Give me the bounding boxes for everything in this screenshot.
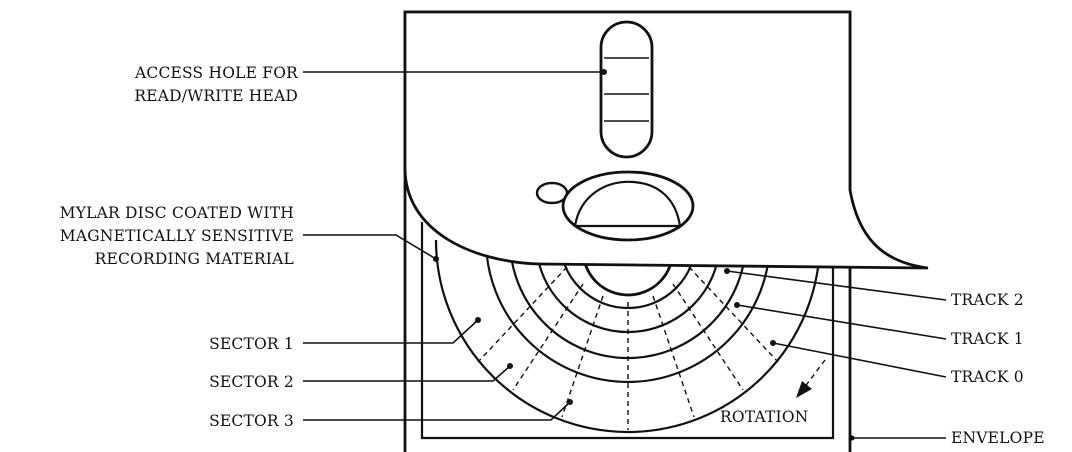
label-sector-3: SECTOR 3: [209, 412, 294, 430]
label-access-hole-line2: READ/WRITE HEAD: [134, 87, 298, 105]
label-envelope: ENVELOPE: [951, 429, 1045, 447]
label-sector-2: SECTOR 2: [209, 373, 294, 391]
label-track-2: TRACK 2: [951, 291, 1024, 309]
hub-opening-inner: [573, 180, 682, 228]
label-track-0: TRACK 0: [951, 368, 1024, 386]
envelope-flap: [403, 10, 929, 270]
hub-opening-outer: [561, 170, 695, 242]
label-access-hole-line1: ACCESS HOLE FOR: [134, 64, 299, 82]
access-hole: [599, 20, 654, 159]
hub-hole: [581, 249, 675, 297]
label-rotation: ROTATION: [720, 408, 809, 426]
rotation-arrow-icon: [796, 359, 826, 398]
mylar-disc: [434, 239, 822, 434]
label-mylar-line2: MAGNETICALLY SENSITIVE: [60, 227, 294, 245]
track-0-arc: [484, 239, 772, 384]
label-sector-1: SECTOR 1: [209, 335, 294, 353]
label-mylar-line1: MYLAR DISC COATED WITH: [60, 204, 294, 222]
label-mylar-line3: RECORDING MATERIAL: [95, 250, 294, 268]
sector-dividers: [477, 266, 779, 430]
label-track-1: TRACK 1: [951, 330, 1024, 348]
leader-lines: [303, 69, 947, 441]
